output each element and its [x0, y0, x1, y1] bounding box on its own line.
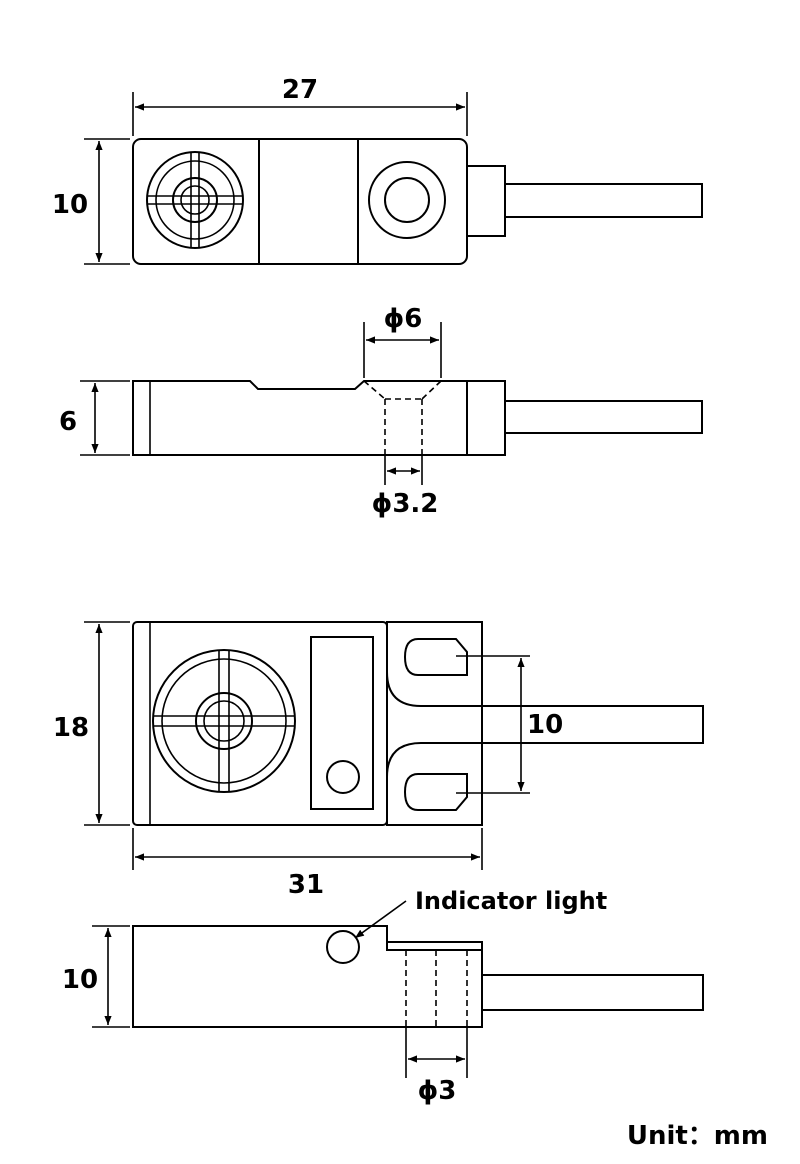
cable: [481, 705, 704, 744]
dimension-height-label: 18: [53, 713, 89, 743]
top-view-small: 27 10: [52, 75, 703, 265]
indicator-light-icon: [326, 760, 360, 794]
cable-strain-relief: [466, 380, 506, 456]
dimension-width-label: 27: [282, 75, 318, 105]
cable: [504, 400, 703, 434]
sensor-body-outline: [132, 138, 468, 265]
sensor-body-outline: [132, 621, 388, 826]
cable: [481, 974, 704, 1011]
side-view-large: Indicator light ϕ3 10: [62, 887, 704, 1106]
dimension-mount-spacing-label: 10: [527, 710, 563, 740]
sensor-body-outline: [132, 380, 468, 456]
sensing-face-icon: [146, 151, 244, 249]
dimension-height-label: 10: [62, 965, 98, 995]
indicator-label: Indicator light: [415, 887, 607, 915]
mounting-hole-icon: [368, 161, 446, 239]
top-view-large: 10 18 31: [53, 621, 704, 900]
dimension-counterbore-label: ϕ6: [384, 304, 423, 334]
dimension-width-label: 31: [288, 870, 324, 900]
dimension-hole-label: ϕ3.2: [372, 489, 439, 519]
indicator-window: [310, 636, 374, 810]
side-view-small: ϕ6 ϕ3.2 6: [59, 304, 703, 519]
indicator-light-icon: [326, 930, 360, 964]
sensing-face-icon: [152, 649, 296, 793]
indicator-leader-line: [354, 900, 407, 939]
dimension-height-label: 10: [52, 190, 88, 220]
mounting-hole-icon: [384, 177, 430, 223]
mounting-slot-icon: [403, 773, 468, 811]
dimension-height-label: 6: [59, 407, 77, 437]
cable: [504, 183, 703, 218]
cable-strain-relief: [466, 165, 506, 237]
counterbore-hole: [363, 380, 442, 455]
unit-label: Unit：mm: [627, 1121, 768, 1151]
dimension-hole-label: ϕ3: [418, 1076, 457, 1106]
mounting-slot-icon: [403, 638, 468, 676]
